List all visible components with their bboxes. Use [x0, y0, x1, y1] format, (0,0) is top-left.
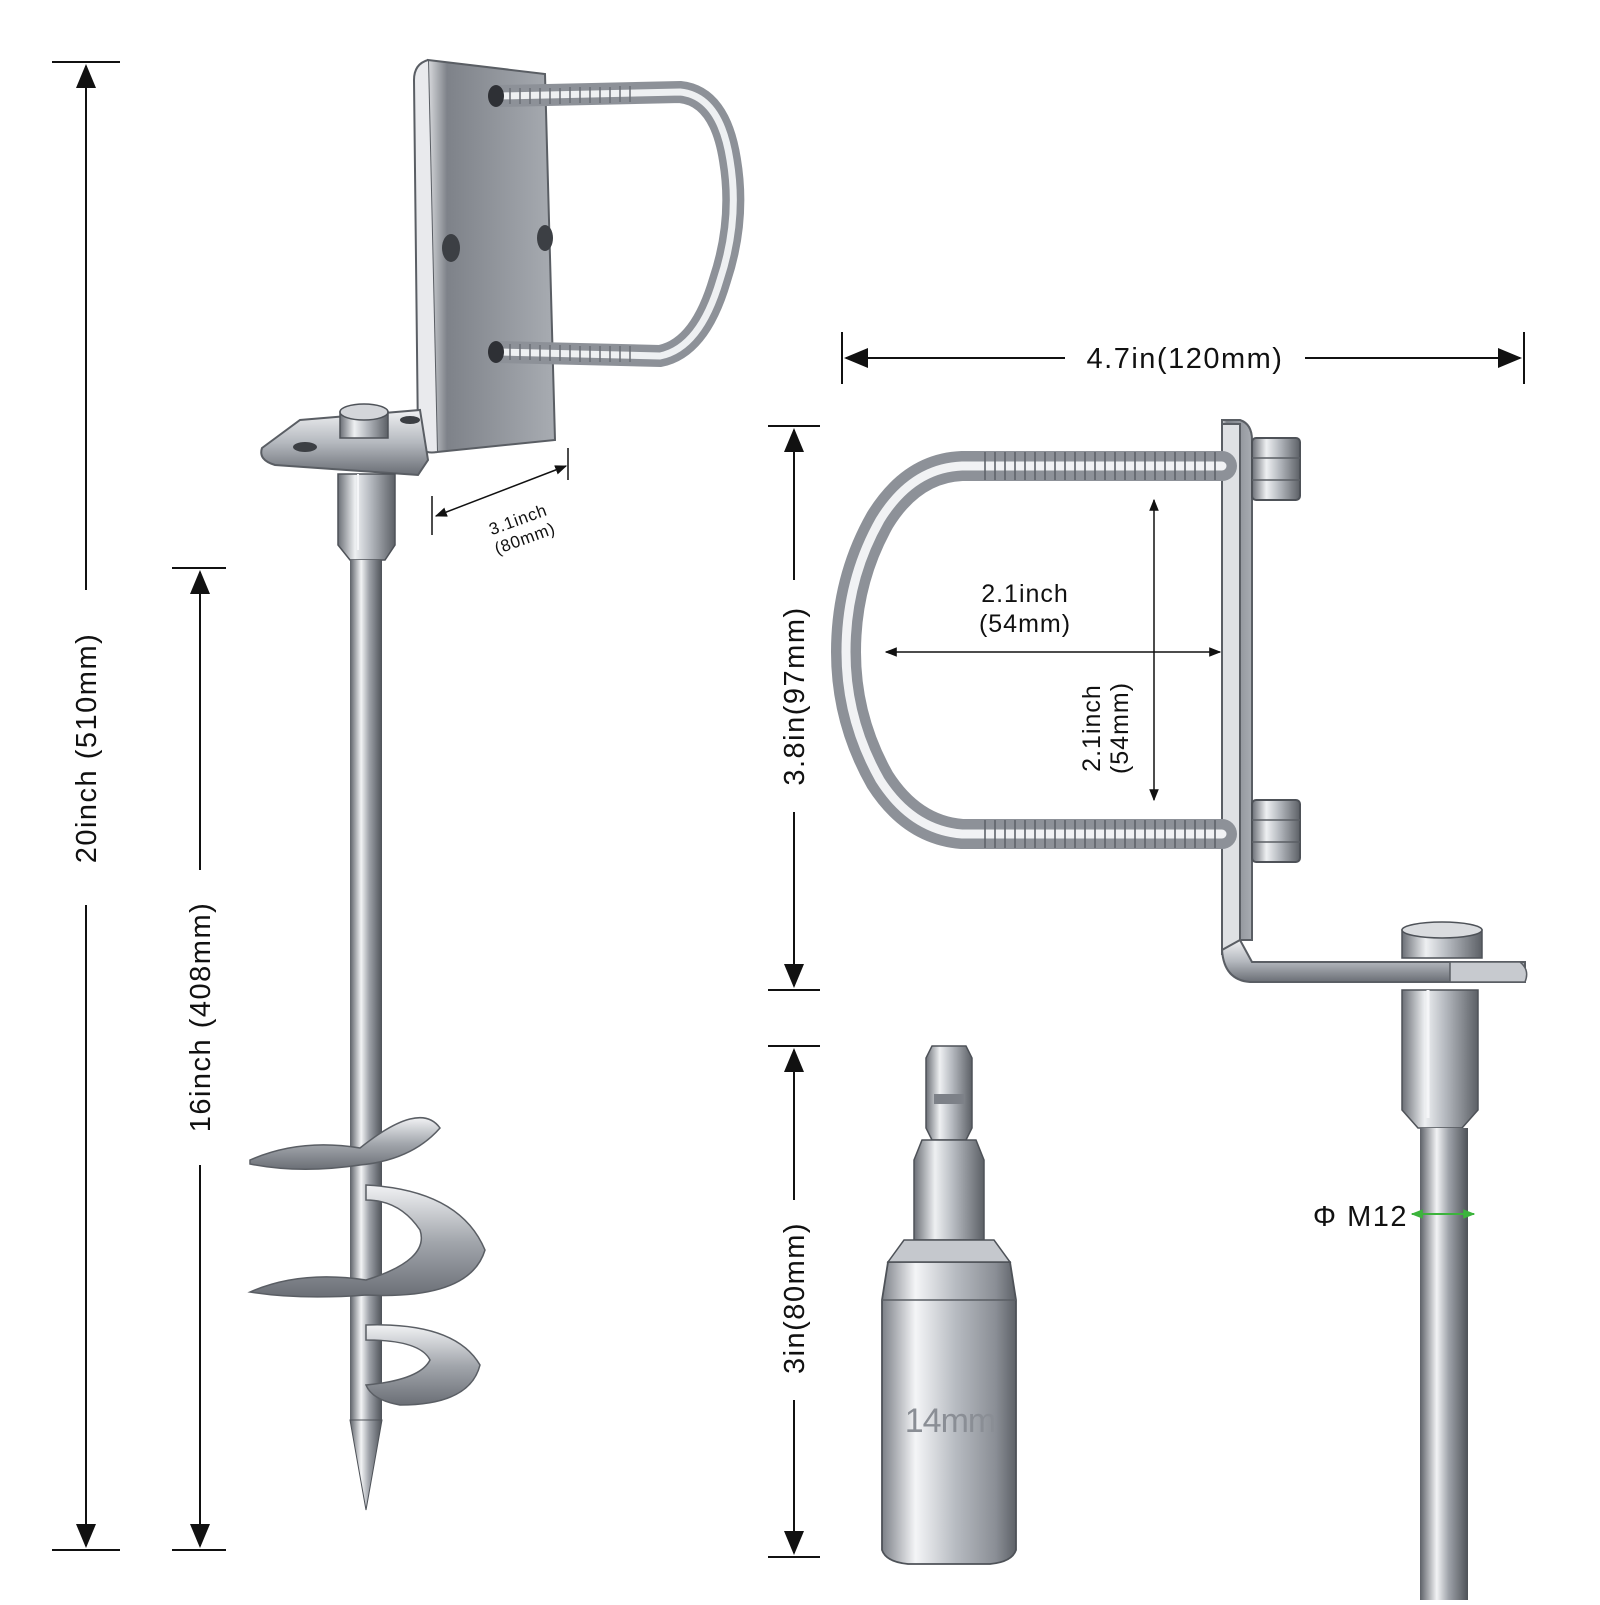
bracket-detail-view [830, 419, 1528, 1600]
ubolt-height-dimension: 2.1inch (54mm) [1078, 498, 1159, 802]
thread-diameter-callout: Φ M12 [1313, 1201, 1476, 1233]
auger-length-label: 16inch (408mm) [185, 902, 217, 1133]
ground-anchor-full-view [247, 58, 745, 1511]
socket-size-marking: 14mm [905, 1402, 995, 1440]
ubolt-height-label-line1: 2.1inch [1078, 684, 1106, 772]
socket-length-dimension: 3in(80mm) [768, 1045, 820, 1558]
socket-driver-bit: 14mm [881, 1045, 1017, 1565]
socket-length-label: 3in(80mm) [779, 1222, 811, 1374]
ubolt-height-label-line2: (54mm) [1106, 682, 1134, 774]
total-length-dimension: 20inch (510mm) [52, 61, 120, 1551]
total-length-label: 20inch (510mm) [71, 633, 103, 864]
ubolt-width-label-line1: 2.1inch [981, 580, 1069, 608]
bracket-height-label: 3.8in(97mm) [779, 606, 811, 785]
ubolt-width-label-line2: (54mm) [979, 610, 1071, 638]
auger-length-dimension: 16inch (408mm) [172, 567, 226, 1551]
nut-top [1251, 437, 1301, 501]
base-plate-dimension: 3.1inch (80mm) [431, 448, 569, 558]
thread-size-label: Φ M12 [1313, 1201, 1408, 1233]
bracket-width-dimension: 4.7in(120mm) [841, 332, 1525, 384]
ubolt-width-dimension: 2.1inch (54mm) [884, 580, 1222, 657]
bracket-width-label: 4.7in(120mm) [1087, 343, 1284, 375]
nut-bottom [1251, 799, 1301, 863]
bracket-height-dimension: 3.8in(97mm) [768, 425, 820, 991]
